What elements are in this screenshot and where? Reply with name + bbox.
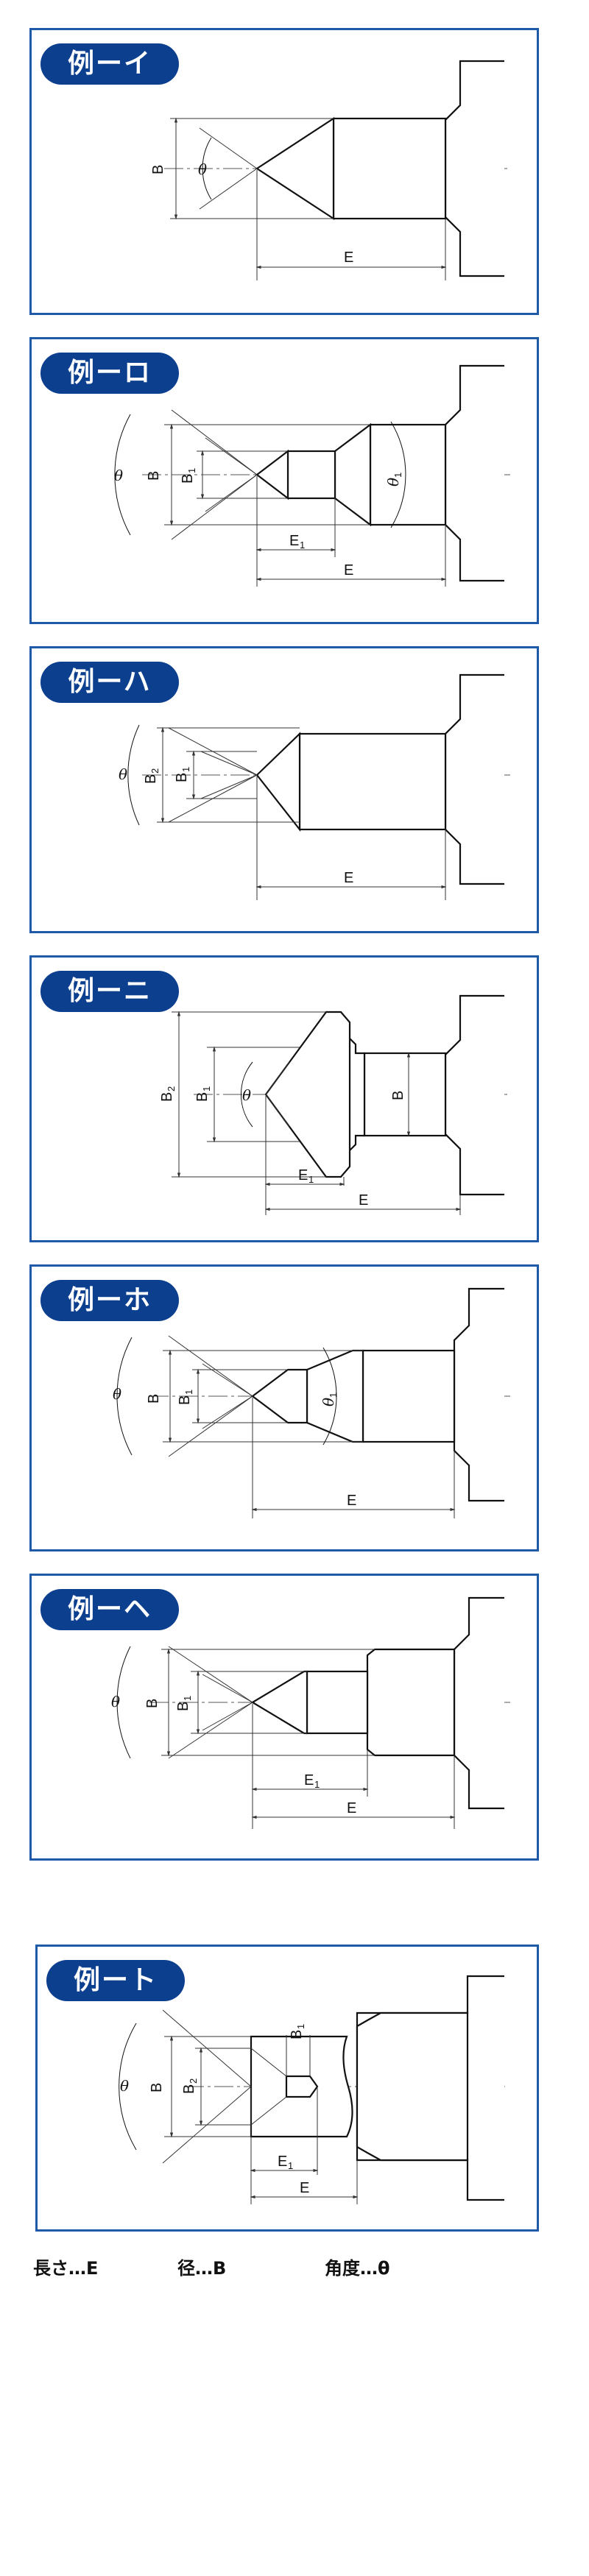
E1-subscript: 1: [314, 1779, 320, 1790]
B-label: B: [144, 1699, 161, 1708]
example-panel-to: 例ート θ B B 2 B 1: [35, 1945, 539, 2232]
example-title-badge: 例ーヘ: [40, 1589, 179, 1630]
B1-label: B: [289, 2030, 305, 2039]
B1-subscript: 1: [201, 1086, 212, 1091]
E-label: E: [359, 1192, 368, 1209]
theta1-label: θ: [384, 478, 402, 486]
example-panel-ho: 例ーホ θ B B 1 θ 1: [29, 1264, 539, 1551]
tool-diagram-he: θ B B 1 E 1 E: [111, 1596, 510, 1829]
theta-label: θ: [111, 1693, 120, 1710]
B1-label: B: [175, 1702, 191, 1711]
E-label: E: [300, 2180, 309, 2196]
E1-label: E: [298, 1167, 308, 1183]
B2-label: B: [159, 1092, 175, 1102]
E-label: E: [347, 1493, 356, 1509]
example-title-badge: 例ーホ: [40, 1280, 179, 1321]
B2-label: B: [181, 2084, 197, 2094]
E-label: E: [344, 562, 353, 578]
B1-label: B: [174, 773, 190, 782]
symbol-legend: 長さ…E 径…B 角度…θ: [33, 2254, 549, 2279]
B-label: B: [150, 165, 166, 174]
example-panel-ha: 例ーハ θ B 2 B 1 E: [29, 646, 539, 933]
B1-label: B: [194, 1092, 211, 1102]
tool-diagram-ho: θ B B 1 θ 1 E: [113, 1287, 510, 1518]
tool-diagram-i: θ B E: [150, 60, 510, 280]
theta-label: θ: [113, 1385, 121, 1403]
B2-subscript: 2: [166, 1086, 177, 1091]
B2-subscript: 2: [149, 768, 161, 774]
tool-diagram-ni: θ B 2 B 1 B E 1 E: [159, 994, 510, 1215]
B1-subscript: 1: [180, 767, 191, 772]
example-panel-ni: 例ーニ θ B 2 B 1 B: [29, 955, 539, 1242]
E-label: E: [347, 1800, 356, 1816]
example-title-badge: 例ート: [46, 1960, 185, 2001]
B1-label: B: [180, 474, 196, 484]
B2-subscript: 2: [188, 2078, 199, 2084]
theta-label: θ: [119, 765, 127, 783]
example-panel-he: 例ーヘ θ B B 1 E 1 E: [29, 1574, 539, 1861]
B-label: B: [149, 2083, 165, 2092]
example-title-badge: 例ーロ: [40, 353, 179, 394]
legend-angle: 角度…θ: [325, 2258, 390, 2279]
B1-label: B: [177, 1395, 193, 1405]
E1-label: E: [304, 1772, 314, 1788]
B-label: B: [146, 1394, 162, 1404]
E-label: E: [344, 870, 353, 886]
theta1-subscript: 1: [328, 1393, 339, 1398]
example-title-badge: 例ーイ: [40, 43, 179, 85]
legend-diameter: 径…B: [177, 2258, 227, 2279]
E1-subscript: 1: [308, 1174, 314, 1185]
tool-diagram-ha: θ B 2 B 1 E: [119, 673, 510, 900]
example-panel-i: 例ーイ θ B E: [29, 28, 539, 315]
theta-label: θ: [114, 467, 123, 484]
example-title-badge: 例ーハ: [40, 662, 179, 703]
legend-length: 長さ…E: [33, 2258, 99, 2279]
B1-subscript: 1: [183, 1390, 194, 1395]
E1-subscript: 1: [288, 2160, 293, 2171]
E-label: E: [344, 250, 353, 266]
theta1-label: θ: [320, 1398, 337, 1406]
B2-label: B: [143, 774, 159, 784]
E1-label: E: [289, 533, 299, 549]
B-label: B: [390, 1091, 406, 1100]
example-panel-ro: 例ーロ θ B B 1 θ 1: [29, 337, 539, 624]
B1-subscript: 1: [182, 1696, 193, 1701]
example-title-badge: 例ーニ: [40, 971, 179, 1012]
theta-label: θ: [242, 1086, 251, 1104]
theta-label: θ: [198, 160, 207, 178]
E1-label: E: [278, 2154, 287, 2170]
B-label: B: [146, 471, 162, 481]
B1-subscript: 1: [295, 2024, 306, 2029]
tool-diagram-to: θ B B 2 B 1 E 1 E: [119, 1975, 509, 2204]
theta-label: θ: [120, 2077, 129, 2095]
theta1-subscript: 1: [392, 473, 403, 478]
E1-subscript: 1: [300, 539, 305, 551]
B1-subscript: 1: [186, 468, 197, 473]
tool-diagram-ro: θ B B 1 θ 1 E 1 E: [114, 364, 510, 587]
